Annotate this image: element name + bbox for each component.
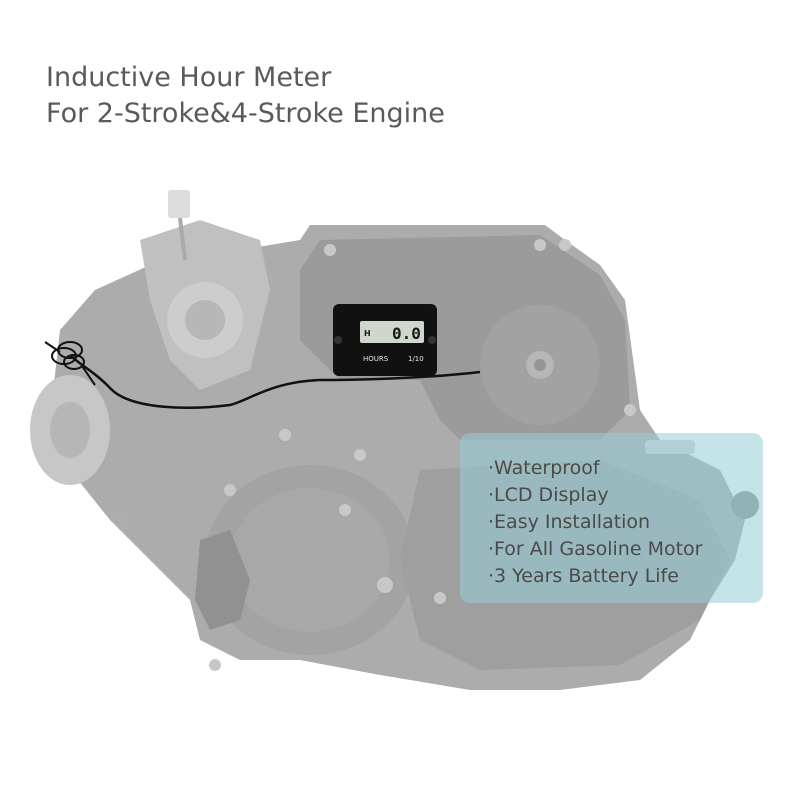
meter-label-hours: HOURS bbox=[363, 355, 389, 363]
lcd-screen bbox=[360, 321, 424, 343]
headline: Inductive Hour Meter For 2-Stroke&4-Stro… bbox=[46, 60, 445, 132]
wire-coil bbox=[44, 341, 96, 386]
feature-item-easy-installation: ·Easy Installation bbox=[488, 511, 651, 533]
headline-line-2: For 2-Stroke&4-Stroke Engine bbox=[46, 98, 445, 129]
headline-line-1: Inductive Hour Meter bbox=[46, 62, 332, 93]
feature-item-battery-life: ·3 Years Battery Life bbox=[488, 565, 679, 587]
feature-item-waterproof: ·Waterproof bbox=[488, 457, 600, 479]
hour-meter: H 0.0 HOURS 1/10 bbox=[333, 304, 437, 376]
feature-item-gasoline-motor: ·For All Gasoline Motor bbox=[488, 538, 703, 560]
feature-box: ·Waterproof ·LCD Display ·Easy Installat… bbox=[460, 433, 763, 603]
lcd-value: 0.0 bbox=[392, 324, 421, 343]
feature-item-lcd-display: ·LCD Display bbox=[488, 484, 609, 506]
sensor-wire bbox=[69, 354, 481, 409]
feature-list: ·Waterproof ·LCD Display ·Easy Installat… bbox=[460, 433, 763, 590]
meter-label-resolution: 1/10 bbox=[408, 355, 424, 363]
lcd-unit-mark: H bbox=[364, 329, 371, 338]
